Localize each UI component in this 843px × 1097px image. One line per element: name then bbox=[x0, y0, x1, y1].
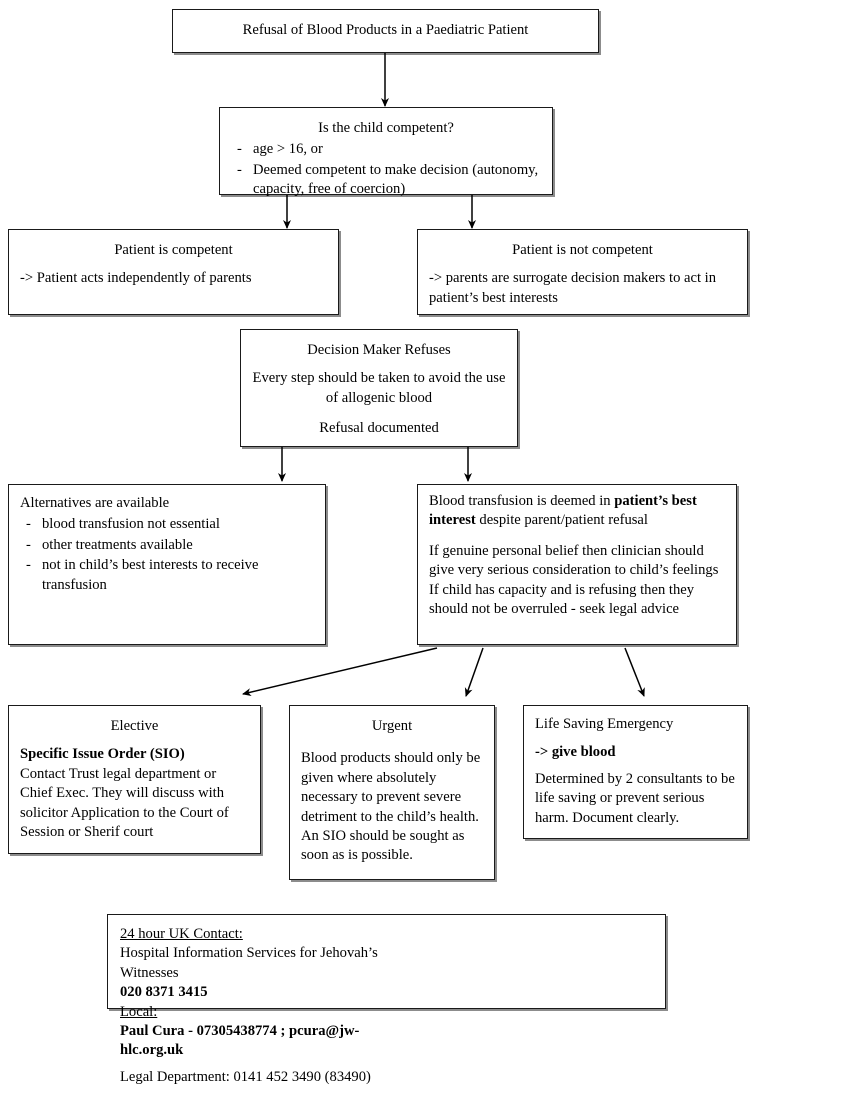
node-decision-maker-refuses: Decision Maker Refuses Every step should… bbox=[240, 329, 518, 447]
emergency-bold-text: -> give blood bbox=[535, 744, 616, 761]
elective-bold-line: Specific Issue Order (SIO) bbox=[20, 745, 249, 764]
best-interest-lead-emphasis: patient’s best interest bbox=[429, 493, 697, 529]
elective-body: Contact Trust legal department or Chief … bbox=[20, 765, 229, 841]
urgent-body: Blood products should only be given wher… bbox=[301, 750, 481, 864]
list-item-text: other treatments available bbox=[42, 536, 193, 553]
best-interest-body-line: If genuine personal belief then clinicia… bbox=[429, 542, 704, 559]
contacts-uk-column: 24 hour UK Contact: Hospital Information… bbox=[120, 925, 388, 1003]
competence-bullet-list: - age > 16, or - Deemed competent to mak… bbox=[231, 140, 541, 199]
best-interest-lead-b: despite parent/patient refusal bbox=[475, 512, 648, 529]
bullet-marker: - bbox=[26, 536, 31, 553]
list-item: - Deemed competent to make decision (aut… bbox=[231, 161, 541, 200]
refuses-body-primary: Every step should be taken to avoid the … bbox=[252, 370, 506, 406]
best-interest-body-line: If child has capacity and is refusing th… bbox=[429, 581, 695, 598]
list-item-text: not in child’s best interests to receive… bbox=[42, 557, 259, 593]
competence-heading: Is the child competent? bbox=[318, 120, 454, 136]
node-patient-not-competent: Patient is not competent -> parents are … bbox=[417, 229, 748, 315]
spacer bbox=[429, 531, 725, 542]
uk-contact-label: 24 hour UK Contact: bbox=[120, 925, 388, 944]
uk-contact-label-text: 24 hour UK Contact: bbox=[120, 926, 243, 942]
node-best-interest: Blood transfusion is deemed in patient’s… bbox=[417, 484, 737, 645]
uk-phone: 020 8371 3415 bbox=[120, 983, 388, 1002]
best-interest-lead-a: Blood transfusion is deemed in bbox=[429, 493, 615, 509]
emergency-body: Determined by 2 consultants to be life s… bbox=[535, 770, 735, 826]
node-contacts-footer: 24 hour UK Contact: Hospital Information… bbox=[107, 914, 666, 1085]
list-item: - not in child’s best interests to recei… bbox=[20, 556, 314, 595]
arrow-best-interest-to-emergency bbox=[624, 647, 645, 697]
list-item: - age > 16, or bbox=[231, 140, 541, 159]
local-contact-person: Paul Cura - 07305438774 ; pcura@jw-hlc.o… bbox=[120, 1022, 390, 1061]
competent-body: -> Patient acts independently of parents bbox=[20, 270, 252, 287]
node-life-saving-emergency: Life Saving Emergency -> give blood Dete… bbox=[523, 705, 748, 839]
local-contact-name: Paul Cura bbox=[120, 1023, 185, 1040]
node-elective: Elective Specific Issue Order (SIO) Cont… bbox=[8, 705, 261, 854]
arrow-best-interest-to-urgent bbox=[464, 647, 484, 697]
spacer bbox=[429, 262, 736, 269]
bullet-marker: - bbox=[237, 161, 242, 178]
uk-org-line-2: Witnesses bbox=[120, 964, 179, 981]
refuses-body-secondary: Refusal documented bbox=[319, 420, 439, 437]
local-contact-label-text: Local: bbox=[120, 1003, 158, 1020]
elective-bold-text: Specific Issue Order (SIO) bbox=[20, 746, 185, 763]
elective-heading: Elective bbox=[110, 718, 159, 734]
local-contact-label: Local: bbox=[120, 1003, 390, 1022]
list-item: - other treatments available bbox=[20, 536, 314, 555]
competent-heading: Patient is competent bbox=[114, 242, 233, 258]
uk-phone-text: 020 8371 3415 bbox=[120, 984, 208, 1001]
spacer bbox=[252, 408, 506, 419]
list-item: - blood transfusion not essential bbox=[20, 515, 314, 534]
alternatives-heading: Alternatives are available bbox=[20, 495, 170, 511]
alternatives-bullet-list: - blood transfusion not essential - othe… bbox=[20, 515, 314, 595]
urgent-heading: Urgent bbox=[371, 718, 413, 734]
spacer bbox=[120, 1061, 390, 1068]
spacer bbox=[20, 738, 249, 745]
list-item-text: Deemed competent to make decision (auton… bbox=[253, 161, 539, 198]
not-competent-body: -> parents are surrogate decision makers… bbox=[429, 270, 717, 306]
spacer bbox=[535, 736, 736, 743]
spacer bbox=[535, 763, 736, 770]
best-interest-body-line: give very serious consideration to child… bbox=[429, 562, 719, 579]
node-patient-competent: Patient is competent -> Patient acts ind… bbox=[8, 229, 339, 315]
legal-department-line: Legal Department: 0141 452 3490 (83490) bbox=[120, 1068, 371, 1085]
spacer bbox=[20, 262, 327, 269]
contacts-local-column: Local: Paul Cura - 07305438774 ; pcura@j… bbox=[120, 1003, 390, 1088]
not-competent-heading: Patient is not competent bbox=[512, 242, 653, 258]
node-urgent: Urgent Blood products should only be giv… bbox=[289, 705, 495, 880]
bullet-marker: - bbox=[26, 557, 31, 574]
spacer bbox=[252, 362, 506, 369]
spacer bbox=[301, 738, 483, 749]
best-interest-lead: Blood transfusion is deemed in patient’s… bbox=[429, 492, 725, 531]
node-title: Refusal of Blood Products in a Paediatri… bbox=[172, 9, 599, 53]
refuses-heading: Decision Maker Refuses bbox=[307, 342, 451, 358]
arrow-best-interest-to-elective bbox=[242, 647, 438, 697]
node-alternatives-available: Alternatives are available - blood trans… bbox=[8, 484, 326, 645]
node-competence-question: Is the child competent? - age > 16, or -… bbox=[219, 107, 553, 197]
emergency-heading: Life Saving Emergency bbox=[535, 716, 674, 732]
bullet-marker: - bbox=[237, 141, 242, 158]
best-interest-body-line: should not be overruled - seek legal adv… bbox=[429, 601, 680, 618]
bullet-marker: - bbox=[26, 516, 31, 533]
flowchart-canvas: Refusal of Blood Products in a Paediatri… bbox=[8, 9, 748, 1085]
emergency-bold-line: -> give blood bbox=[535, 743, 736, 762]
uk-org-line-1: Hospital Information Services for Jehova… bbox=[120, 945, 378, 962]
list-item-text: age > 16, or bbox=[253, 141, 323, 158]
list-item-text: blood transfusion not essential bbox=[42, 516, 220, 533]
title-heading: Refusal of Blood Products in a Paediatri… bbox=[242, 22, 529, 38]
